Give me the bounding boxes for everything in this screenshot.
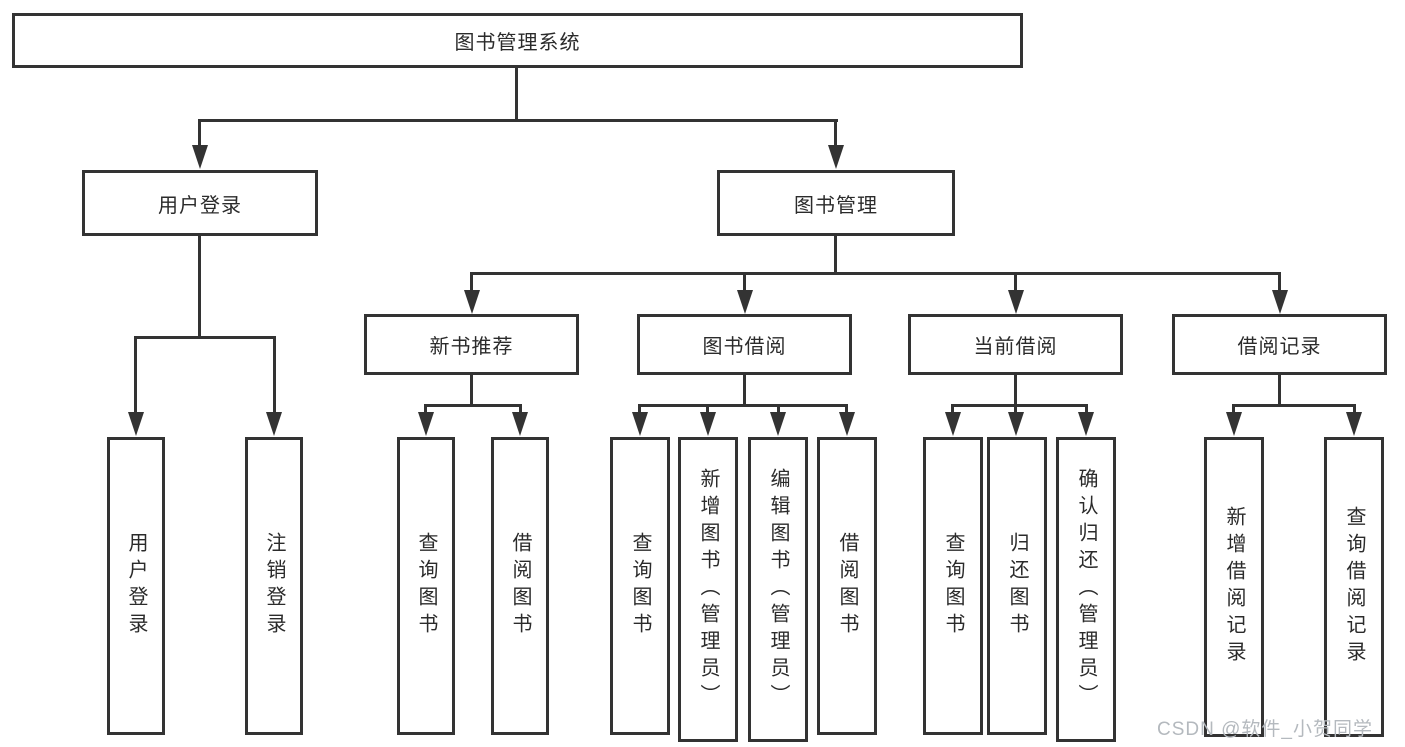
arrow-down-icon: [945, 412, 961, 436]
connector-module-shaft: [470, 272, 473, 292]
leaf-edit-books-admin: 编辑图书（管理员）: [748, 437, 808, 742]
leaf-confirm-return-admin: 确认归还（管理员）: [1056, 437, 1116, 742]
connector-module-shaft: [1014, 272, 1017, 292]
connector-leaf-shaft: [706, 404, 709, 414]
connector-module-span: [424, 404, 522, 407]
connector-module-shaft: [743, 272, 746, 292]
arrow-down-icon: [266, 412, 282, 436]
arrow-down-icon: [770, 412, 786, 436]
connector-module-drop: [743, 375, 746, 407]
leaf-return-books: 归还图书: [987, 437, 1047, 735]
connector-module-span: [1232, 404, 1356, 407]
node-book-borrow: 图书借阅: [637, 314, 852, 375]
arrow-down-icon: [1008, 412, 1024, 436]
connector-module-span: [638, 404, 848, 407]
arrow-down-icon: [1008, 290, 1024, 314]
leaf-add-books-admin: 新增图书（管理员）: [678, 437, 738, 742]
connector-user-login-span: [134, 336, 276, 339]
arrow-down-icon: [1078, 412, 1094, 436]
connector-leaf-shaft: [424, 404, 427, 414]
leaf-query-books-borrow: 查询图书: [610, 437, 670, 735]
connector-root-span: [198, 119, 838, 122]
connector-root-drop: [515, 68, 518, 119]
csdn-watermark: CSDN @软件_小贺同学: [1157, 719, 1373, 740]
leaf-user-login: 用户登录: [107, 437, 165, 735]
leaf-borrow-books: 借阅图书: [817, 437, 877, 735]
connector-leaf-shaft: [638, 404, 641, 414]
connector-book-management-shaft: [834, 119, 837, 148]
arrow-down-icon: [1272, 290, 1288, 314]
node-borrow-records: 借阅记录: [1172, 314, 1387, 375]
node-user-login: 用户登录: [82, 170, 318, 236]
connector-module-shaft: [1278, 272, 1281, 292]
connector-module-drop: [1278, 375, 1281, 407]
connector-leaf-shaft: [1353, 404, 1356, 414]
connector-leaf-shaft: [951, 404, 954, 414]
connector-module-drop: [1014, 375, 1017, 407]
connector-leaf-shaft: [1085, 404, 1088, 414]
connector-leaf-shaft: [1014, 404, 1017, 414]
connector-module-span: [951, 404, 1087, 407]
connector-leaf-shaft: [134, 336, 137, 414]
arrow-down-icon: [464, 290, 480, 314]
arrow-down-icon: [1346, 412, 1362, 436]
leaf-query-borrow-record: 查询借阅记录: [1324, 437, 1384, 737]
connector-book-management-span: [470, 272, 1280, 275]
leaf-borrow-books-recommend: 借阅图书: [491, 437, 549, 735]
connector-leaf-shaft: [273, 336, 276, 414]
connector-user-login-drop: [198, 236, 201, 339]
leaf-query-books-recommend: 查询图书: [397, 437, 455, 735]
leaf-query-books-current: 查询图书: [923, 437, 983, 735]
leaf-add-borrow-record: 新增借阅记录: [1204, 437, 1264, 737]
connector-leaf-shaft: [777, 404, 780, 414]
node-current-borrow: 当前借阅: [908, 314, 1123, 375]
node-book-management: 图书管理: [717, 170, 955, 236]
node-new-book-recommend: 新书推荐: [364, 314, 579, 375]
arrow-down-icon: [700, 412, 716, 436]
node-library-management-system: 图书管理系统: [12, 13, 1023, 68]
arrow-down-icon: [828, 145, 844, 169]
arrow-down-icon: [737, 290, 753, 314]
connector-leaf-shaft: [519, 404, 522, 414]
connector-user-login-shaft: [198, 119, 201, 148]
arrow-down-icon: [1226, 412, 1242, 436]
leaf-logout: 注销登录: [245, 437, 303, 735]
arrow-down-icon: [512, 412, 528, 436]
connector-leaf-shaft: [1232, 404, 1235, 414]
connector-module-drop: [470, 375, 473, 407]
arrow-down-icon: [128, 412, 144, 436]
arrow-down-icon: [839, 412, 855, 436]
connector-leaf-shaft: [845, 404, 848, 414]
connector-book-management-drop: [834, 236, 837, 275]
arrow-down-icon: [192, 145, 208, 169]
arrow-down-icon: [632, 412, 648, 436]
arrow-down-icon: [418, 412, 434, 436]
